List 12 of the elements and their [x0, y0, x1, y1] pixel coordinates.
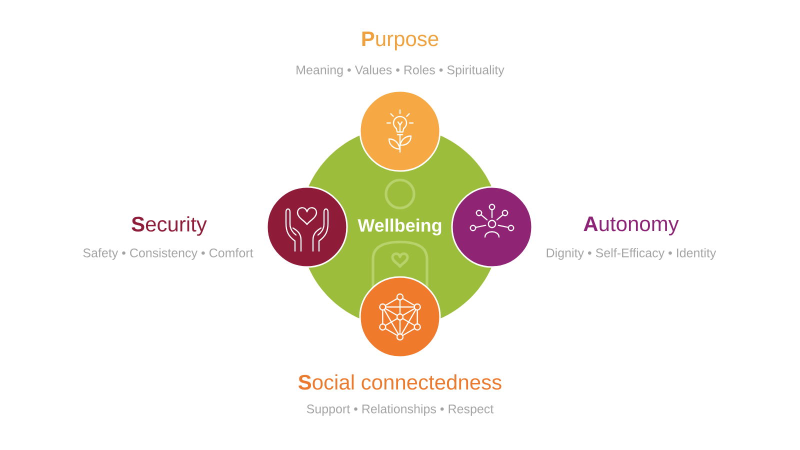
icon-circle	[266, 186, 348, 268]
heading: Purpose	[362, 32, 438, 50]
keyword-list: Safety • Consistency • Comfort	[83, 248, 254, 260]
heading: Social connectedness	[298, 374, 502, 390]
heading: Security	[132, 216, 207, 236]
heading: Autonomy	[584, 216, 679, 236]
keyword-list: Support • Relationships • Respect	[306, 404, 494, 416]
keyword-list: Meaning • Values • Roles • Spirituality	[296, 65, 504, 77]
icon-circle	[359, 90, 441, 172]
icon-circle	[359, 276, 441, 358]
keyword-list: Dignity • Self-Efficacy • Identity	[546, 248, 716, 260]
icon-circle	[451, 186, 533, 268]
